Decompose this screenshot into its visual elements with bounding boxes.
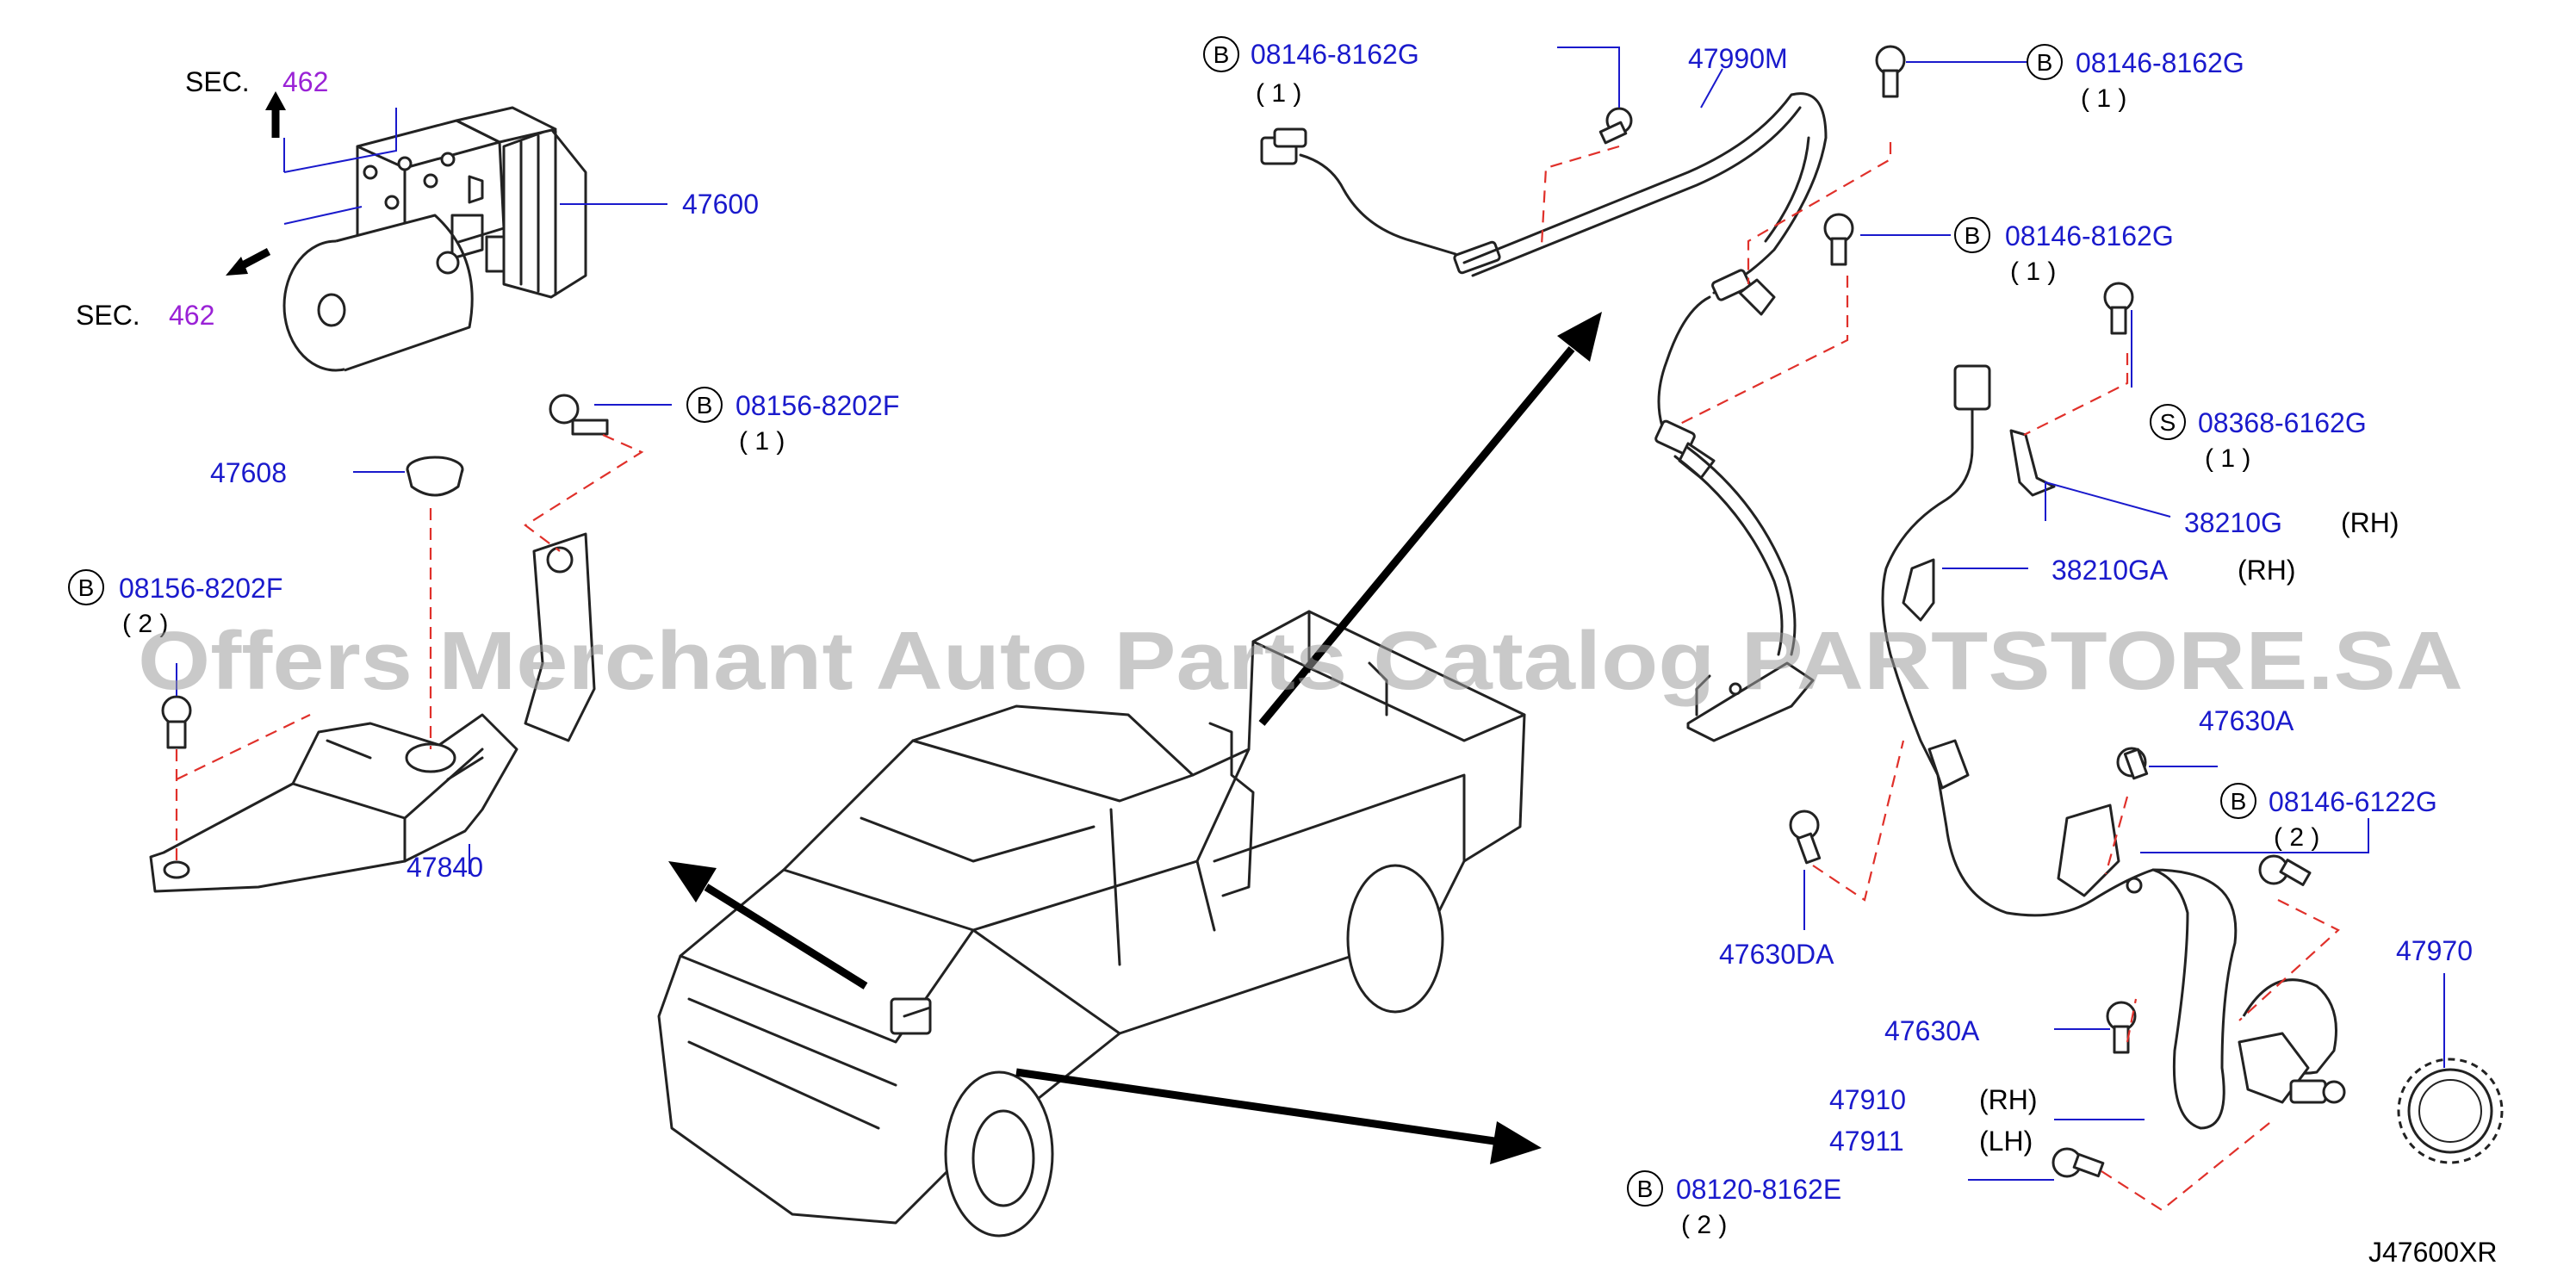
wheel-sensor-illustration [1881, 364, 2346, 1130]
part-number-label[interactable]: 47600 [682, 189, 759, 220]
part-number-label[interactable]: 38210G [2184, 507, 2282, 538]
pickup-truck-illustration [657, 610, 1526, 1238]
part-number-label[interactable]: 47630A [1884, 1015, 1980, 1046]
sensor-harness-illustration [1260, 92, 1828, 742]
callout-08146-6122G[interactable]: B 08146-6122G ( 2 ) [2220, 783, 2437, 852]
quantity-label: ( 1 ) [739, 427, 785, 456]
part-number-label[interactable]: 08156-8202F [119, 573, 282, 604]
callout-38210GA[interactable]: 38210GA (RH) [2051, 555, 2296, 586]
part-number-label[interactable]: 47970 [2396, 935, 2473, 966]
callout-symbol: B [697, 392, 713, 419]
quantity-label: ( 2 ) [1681, 1211, 1727, 1239]
part-number-label[interactable]: 47608 [210, 457, 287, 488]
callout-symbol: B [1965, 222, 1981, 249]
part-number-label[interactable]: 47910 [1829, 1084, 1906, 1115]
diagram-reference: J47600XR [2368, 1237, 2497, 1268]
callout-08146-8162G[interactable]: B 08146-8162G ( 1 ) [2027, 44, 2244, 113]
quantity-label: ( 1 ) [1256, 79, 1301, 108]
side-label: (RH) [2238, 555, 2296, 586]
callout-47911[interactable]: 47911 (LH) [1829, 1126, 2033, 1157]
part-number-label[interactable]: 47911 [1829, 1126, 1904, 1157]
section-ref-prefix: SEC. [76, 300, 140, 331]
side-label: (LH) [1979, 1126, 2033, 1157]
callout-symbol: B [1214, 41, 1230, 68]
part-number-label[interactable]: 08120-8162E [1676, 1174, 1841, 1205]
part-number-label[interactable]: 08146-8162G [1251, 39, 1419, 70]
callout-symbol: B [2231, 788, 2247, 815]
part-number-label[interactable]: 08146-6122G [2269, 786, 2437, 817]
right-fasteners-illustration [1598, 45, 2312, 1178]
part-number-label[interactable]: 08156-8202F [736, 390, 899, 421]
section-ref-number[interactable]: 462 [169, 300, 214, 331]
part-number-label[interactable]: 47630A [2199, 705, 2294, 736]
callout-08146-8162G[interactable]: B 08146-8162G ( 1 ) [1954, 217, 2174, 286]
callout-08156-8202F[interactable]: B 08156-8202F ( 2 ) [68, 569, 282, 638]
part-number-label[interactable]: 47840 [407, 852, 483, 883]
callout-08156-8202F[interactable]: B 08156-8202F ( 1 ) [686, 387, 899, 456]
part-number-label[interactable]: 08368-6162G [2198, 407, 2367, 438]
section-ref-prefix: SEC. [185, 66, 250, 97]
quantity-label: ( 1 ) [2010, 257, 2056, 286]
leader-lines [176, 47, 2445, 1181]
part-number-label[interactable]: 08146-8162G [2005, 220, 2174, 251]
callout-08120-8162E[interactable]: B 08120-8162E ( 2 ) [1627, 1170, 1841, 1239]
side-label: (RH) [2341, 507, 2399, 538]
actuator-bracket-illustration [149, 532, 596, 893]
left-fasteners-illustration [161, 394, 609, 749]
callout-08146-8162G[interactable]: B 08146-8162G ( 1 ) [1203, 36, 1419, 108]
callout-08368-6162G[interactable]: S 08368-6162G ( 1 ) [2150, 404, 2367, 473]
callout-symbol: B [78, 574, 95, 601]
quantity-label: ( 2 ) [2274, 823, 2319, 852]
callout-symbol: B [1637, 1176, 1654, 1202]
quantity-label: ( 2 ) [122, 610, 168, 638]
part-number-label[interactable]: 38210GA [2051, 555, 2169, 586]
callout-symbol: B [2037, 49, 2053, 76]
quantity-label: ( 1 ) [2081, 84, 2126, 113]
callout-47910[interactable]: 47910 (RH) [1829, 1084, 2038, 1115]
part-number-label[interactable]: 47990M [1688, 43, 1788, 74]
side-label: (RH) [1979, 1084, 2038, 1115]
section-ref-number[interactable]: 462 [282, 66, 328, 97]
callout-symbol: S [2160, 409, 2176, 436]
part-number-label[interactable]: 47630DA [1719, 939, 1834, 970]
callout-38210G[interactable]: 38210G (RH) [2184, 507, 2399, 538]
watermark-text: Offers Merchant Auto Parts Catalog PARTS… [138, 615, 2463, 707]
sensor-rotor-illustration [2397, 1058, 2504, 1164]
quantity-label: ( 1 ) [2205, 444, 2250, 473]
abs-actuator-illustration [226, 91, 587, 372]
part-number-label[interactable]: 08146-8162G [2076, 47, 2244, 78]
